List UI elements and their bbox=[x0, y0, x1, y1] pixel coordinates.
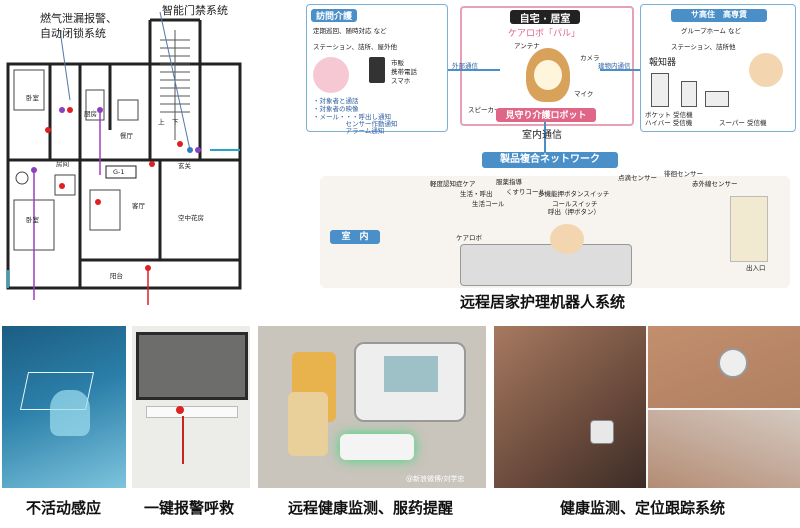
indoor-comm-label: 室内通信 bbox=[522, 130, 562, 141]
auto-valve-label: 自动闭锁系统 bbox=[40, 27, 106, 40]
facility-box: サ高住 高専賃 グループホーム など ステーション、詰所他 報知器 ボケット 受… bbox=[640, 4, 796, 132]
pager-device bbox=[681, 81, 697, 107]
room-label: 空中花房 bbox=[178, 214, 204, 222]
home-box: 自宅 · 居室 ケアロボ「パル」 アンテナ カメラ マイク スピーカー bbox=[460, 6, 634, 126]
home-robot-name: ケアロボ「パル」 bbox=[508, 29, 581, 39]
device-line: 出入口 bbox=[746, 264, 766, 272]
reporter-item: ボケット 受信機 bbox=[645, 111, 693, 119]
home-visit-sub: 定期巡回、随時対応 など bbox=[313, 27, 387, 35]
indoor-title: 室 内 bbox=[330, 230, 380, 244]
home-title: 自宅 · 居室 bbox=[510, 10, 580, 25]
staff-avatar bbox=[749, 53, 783, 87]
watermark: @新浪微博/刘学忠 bbox=[406, 475, 465, 483]
bed-illustration bbox=[460, 244, 632, 286]
tracking-photo bbox=[494, 326, 800, 488]
patient-illustration bbox=[550, 224, 584, 254]
monitor-screen bbox=[384, 356, 438, 392]
device-label: 多機能押ボタンスイッチ bbox=[538, 190, 610, 198]
reporter-item: ハイバー 受信機 bbox=[645, 119, 693, 127]
caption-inactivity: 不活动感应 bbox=[26, 499, 102, 517]
comm-arrows bbox=[448, 69, 640, 152]
caption-tracking: 健康监测、定位跟踪系统 bbox=[560, 499, 726, 517]
device-label: 赤外線センサー bbox=[692, 180, 738, 188]
caption-alarm: 一键报警呼救 bbox=[144, 499, 235, 517]
outside-comm-label: 外部通信 bbox=[452, 62, 478, 70]
facility-sub: グループホーム など bbox=[681, 27, 741, 35]
room-label: 卧室 bbox=[26, 94, 39, 102]
switch-panel bbox=[146, 406, 238, 418]
alarm-button-photo bbox=[132, 326, 250, 488]
device-line: 生活コール bbox=[472, 200, 505, 208]
pull-cord bbox=[182, 416, 184, 464]
phone-label: スマホ bbox=[391, 77, 411, 85]
room-label: 玄关 bbox=[178, 162, 191, 170]
network-title: 製品複合ネットワーク bbox=[482, 152, 618, 168]
room-label: 上 bbox=[158, 118, 165, 126]
watch-robot-title: 見守り介護ロボット bbox=[496, 108, 596, 122]
caption-health: 远程健康监测、服药提醒 bbox=[288, 499, 454, 517]
phone-label: 市販 bbox=[391, 59, 404, 67]
device-line: 呼出（押ボタン） bbox=[548, 208, 600, 216]
health-monitor-photo: @新浪微博/刘学忠 bbox=[258, 326, 486, 488]
visit-item: ・メール・・・呼出し通知 bbox=[313, 113, 391, 121]
antenna-label: アンテナ bbox=[514, 42, 540, 50]
phone-icon bbox=[369, 57, 385, 83]
visit-item: センサー作動通知 bbox=[313, 120, 398, 128]
home-visit-line: ステーション、詰所、屋外他 bbox=[313, 43, 397, 51]
framed-picture bbox=[136, 332, 248, 400]
floor-plan-drawing bbox=[6, 11, 242, 305]
inactivity-photo bbox=[2, 326, 126, 488]
belt-device bbox=[590, 420, 614, 444]
robot-system-panel: 訪問介護 定期巡回、随時対応 など ステーション、詰所、屋外他 市販 携帯電話 … bbox=[300, 0, 800, 312]
speaker-label: スピーカー bbox=[468, 106, 501, 114]
home-visit-box: 訪問介護 定期巡回、随時対応 など ステーション、詰所、屋外他 市販 携帯電話 … bbox=[306, 4, 448, 135]
room-label: 餐厅 bbox=[120, 132, 133, 140]
figure-silhouette bbox=[50, 390, 90, 436]
device-line: くすりコール bbox=[506, 188, 545, 196]
home-visit-title: 訪問介護 bbox=[311, 9, 357, 22]
pill-bottle bbox=[288, 392, 328, 456]
phone-label: 携帯電話 bbox=[391, 68, 417, 76]
alarm-button bbox=[176, 406, 184, 414]
device-label: 徘徊センサー bbox=[664, 170, 703, 178]
photo-belt bbox=[494, 326, 646, 488]
door-access-label: 智能门禁系统 bbox=[162, 4, 228, 17]
camera-label: カメラ bbox=[580, 54, 600, 62]
pager-device bbox=[651, 73, 669, 107]
room-label: 房间 bbox=[56, 160, 69, 168]
care-robot-label: ケアロボ bbox=[456, 234, 482, 242]
building-comm-label: 建物内通信 bbox=[598, 62, 631, 70]
pill-dispenser bbox=[340, 434, 414, 460]
visit-item: ・対象者と通話 bbox=[313, 97, 359, 105]
facility-line: ステーション、詰所他 bbox=[671, 43, 736, 51]
device-line: コールスイッチ bbox=[552, 200, 598, 208]
caregiver-avatar bbox=[313, 57, 349, 93]
room-label: 客厅 bbox=[132, 202, 145, 210]
door-illustration bbox=[730, 196, 768, 262]
device-label: 服薬指導 bbox=[496, 178, 522, 186]
reporter-item: スーパー 受信機 bbox=[719, 119, 767, 127]
room-label: 阳台 bbox=[110, 272, 123, 280]
robot-system-caption: 远程居家护理机器人系统 bbox=[460, 293, 626, 311]
device-label: 生活・呼出 bbox=[460, 190, 493, 198]
floor-plan-panel: 燃气泄漏报警、 自动闭锁系统 智能门禁系统 卧室 厨房 餐厅 房间 客厅 卧室 … bbox=[0, 0, 252, 312]
room-label: G-1 bbox=[113, 168, 125, 176]
room-label: 卧室 bbox=[26, 216, 39, 224]
mic-label: マイク bbox=[574, 90, 594, 98]
wrist-device bbox=[718, 348, 748, 378]
photo-hand bbox=[648, 410, 800, 488]
room-label: 下 bbox=[172, 118, 179, 126]
reporter-label: 報知器 bbox=[649, 58, 677, 68]
gas-alarm-label: 燃气泄漏报警、 bbox=[40, 12, 117, 25]
device-label: 点滴センサー bbox=[618, 174, 657, 182]
device-label: 軽度認知症ケア bbox=[430, 180, 476, 188]
pager-device bbox=[705, 91, 729, 107]
visit-item: ・対象者の映像 bbox=[313, 105, 359, 113]
room-label: 厨房 bbox=[84, 110, 97, 118]
robot-dog-face bbox=[534, 60, 562, 90]
visit-item: アラーム通知 bbox=[313, 127, 385, 135]
facility-title: サ高住 高専賃 bbox=[671, 9, 767, 22]
